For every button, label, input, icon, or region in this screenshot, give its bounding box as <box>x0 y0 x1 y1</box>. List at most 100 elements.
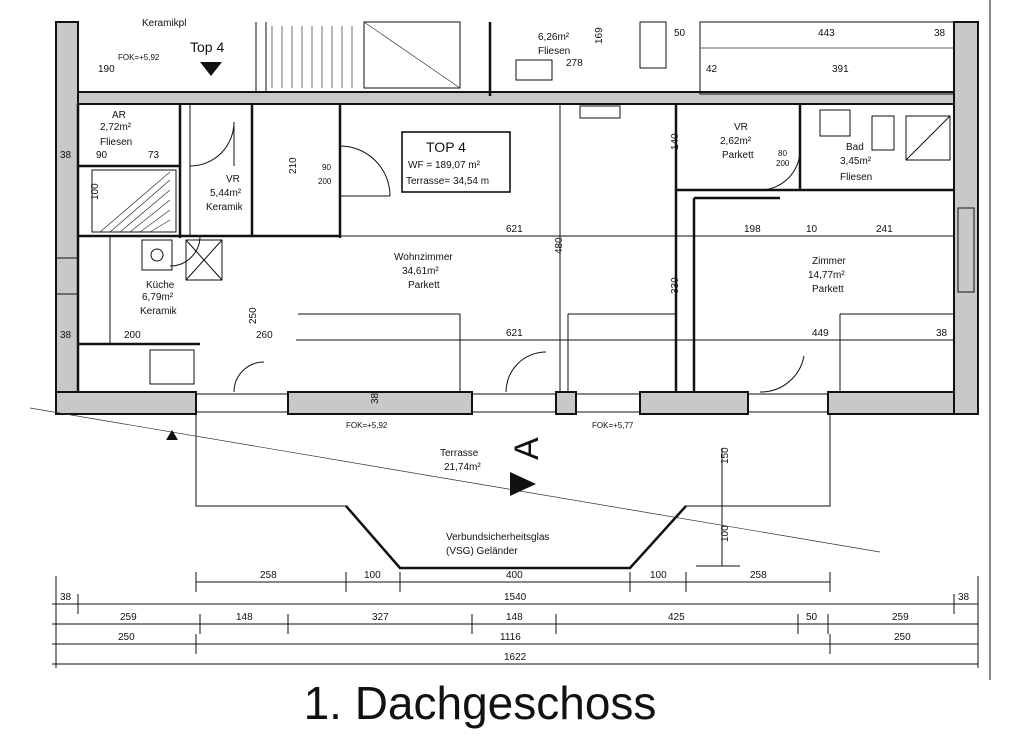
unit-box-terrace: Terrasse= 34,54 m <box>406 176 489 187</box>
chain2-38a: 38 <box>60 592 72 603</box>
dim-38-right: 38 <box>936 328 948 339</box>
floor-plan: Top 4 TOP 4 WF = 189,07 m² Terrasse= 34,… <box>29 0 991 680</box>
windows <box>195 393 829 413</box>
dim-left-100: 100 <box>90 183 101 200</box>
chain4-1116: 1116 <box>500 632 521 643</box>
dimension-chains <box>52 572 979 668</box>
fok-left: FOK=+5,92 <box>118 53 160 62</box>
dim-621-top: 621 <box>506 224 523 235</box>
dim-top-42: 42 <box>706 64 718 75</box>
chain5-1622: 1622 <box>504 652 527 663</box>
staircase <box>91 169 177 233</box>
room-vr-right-name: VR <box>734 122 748 133</box>
room-ar-floor: Fliesen <box>100 137 132 148</box>
room-vr-right-area: 2,62m² <box>720 136 752 147</box>
chain3-425: 425 <box>668 612 685 623</box>
chain3-50: 50 <box>806 612 818 623</box>
chain4-250a: 250 <box>118 632 135 643</box>
chain3-327: 327 <box>372 612 389 623</box>
chain1-400: 400 <box>506 570 523 581</box>
dim-left-38a: 38 <box>60 150 72 161</box>
dim-top-50: 50 <box>674 28 686 39</box>
room-ar-area: 2,72m² <box>100 122 132 133</box>
dim-241: 241 <box>876 224 893 235</box>
dim-door-80: 80 <box>778 149 787 158</box>
floor-title: 1. Dachgeschoss <box>303 677 657 729</box>
dim-198: 198 <box>744 224 761 235</box>
outer-walls <box>55 21 979 415</box>
dim-left-260: 260 <box>256 330 273 341</box>
chain3-259a: 259 <box>120 612 137 623</box>
room-bad-name: Bad <box>846 142 864 153</box>
chain3-148b: 148 <box>506 612 523 623</box>
room-top-keramik-name: Keramikpl <box>142 18 186 29</box>
chain1-100b: 100 <box>650 570 667 581</box>
room-vr-left-name: VR <box>226 174 240 185</box>
dim-top-190: 190 <box>98 64 115 75</box>
doors <box>169 121 805 393</box>
dim-left-73: 73 <box>148 150 160 161</box>
unit-info-box <box>401 131 511 193</box>
room-wohnzimmer-area: 34,61m² <box>402 266 439 277</box>
room-ar-name: AR <box>112 110 126 121</box>
dim-250: 250 <box>248 307 259 324</box>
dim-150: 150 <box>720 447 731 464</box>
dim-top-169: 169 <box>594 27 605 44</box>
fok-mid: FOK=+5,92 <box>346 421 388 430</box>
dim-door-200b: 200 <box>776 159 790 168</box>
dim-top-38: 38 <box>934 28 946 39</box>
chain2-1540: 1540 <box>504 592 527 603</box>
room-kueche-area: 6,79m² <box>142 292 174 303</box>
dim-top-391: 391 <box>832 64 849 75</box>
room-kueche-floor: Keramik <box>140 306 178 317</box>
dim-door-90: 90 <box>322 163 331 172</box>
terrace <box>29 407 881 570</box>
unit-label: Top 4 <box>190 39 224 55</box>
room-bad-area: 3,45m² <box>840 156 872 167</box>
room-vr-right-floor: Parkett <box>722 150 754 161</box>
chain4-250b: 250 <box>894 632 911 643</box>
room-top-fliesen-area: 6,26m² <box>538 32 570 43</box>
railing-line2: (VSG) Geländer <box>446 546 518 557</box>
room-top-fliesen-floor: Fliesen <box>538 46 570 57</box>
dim-330: 330 <box>670 277 681 294</box>
labels: Top 4 TOP 4 WF = 189,07 m² Terrasse= 34,… <box>100 18 872 557</box>
room-wohnzimmer-floor: Parkett <box>408 280 440 291</box>
room-vr-left-area: 5,44m² <box>210 188 242 199</box>
dim-10: 10 <box>806 224 818 235</box>
chain1-258b: 258 <box>750 570 767 581</box>
railing-line1: Verbundsicherheitsglas <box>446 532 549 543</box>
chain2-38b: 38 <box>958 592 970 603</box>
room-zimmer-name: Zimmer <box>812 256 847 267</box>
fok-right: FOK=+5,77 <box>592 421 634 430</box>
room-bad-floor: Fliesen <box>840 172 872 183</box>
terrace-area: 21,74m² <box>444 462 481 473</box>
dim-top-443: 443 <box>818 28 835 39</box>
dim-210: 210 <box>288 157 299 174</box>
room-kueche-name: Küche <box>146 280 175 291</box>
chain-dimension-values: 258 100 400 100 258 38 1540 38 259 148 3… <box>60 570 970 663</box>
dim-100-terrace: 100 <box>720 525 731 542</box>
interior-walls <box>55 104 975 392</box>
section-marker: A <box>508 437 546 460</box>
inner-dimensions: 190 50 278 169 443 38 42 391 38 90 73 10… <box>60 27 948 542</box>
dim-38-wall: 38 <box>370 392 381 404</box>
room-wohnzimmer-name: Wohnzimmer <box>394 252 453 263</box>
dim-door-200: 200 <box>318 177 332 186</box>
dim-left-38b: 38 <box>60 330 72 341</box>
chain1-258a: 258 <box>260 570 277 581</box>
unit-box-name: TOP 4 <box>426 139 466 155</box>
dim-top-278: 278 <box>566 58 583 69</box>
dim-621-bottom: 621 <box>506 328 523 339</box>
terrace-name: Terrasse <box>440 448 479 459</box>
dim-left-90: 90 <box>96 150 108 161</box>
dim-left-200: 200 <box>124 330 141 341</box>
unit-box-wf: WF = 189,07 m² <box>408 160 481 171</box>
dim-449: 449 <box>812 328 829 339</box>
upper-area <box>77 21 955 119</box>
dim-140: 140 <box>670 133 681 150</box>
dim-480: 480 <box>554 237 565 254</box>
room-zimmer-area: 14,77m² <box>808 270 845 281</box>
chain1-100a: 100 <box>364 570 381 581</box>
room-zimmer-floor: Parkett <box>812 284 844 295</box>
